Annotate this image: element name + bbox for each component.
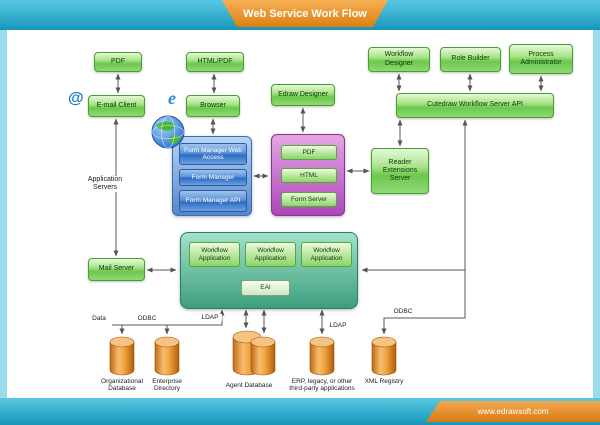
organizational-database-cylinder (109, 336, 135, 376)
form-output-group: PDF HTML Form Server (271, 134, 345, 216)
node-form-manager: Form Manager (179, 169, 247, 186)
organizational-database-label: Organizational Database (101, 378, 143, 393)
node-edraw-designer: Edraw Designer (271, 84, 335, 106)
page-title: Web Service Work Flow (222, 0, 388, 27)
xml-registry-cylinder (371, 336, 397, 376)
edge-label-odbc-right: ODBC (389, 308, 417, 316)
node-email-client: E-mail Client (88, 95, 145, 117)
edge-label-ldap-right: LDAP (326, 322, 350, 330)
node-browser: Browser (186, 95, 240, 117)
globe-icon (151, 115, 185, 149)
node-mail-server: Mail Server (88, 258, 145, 281)
workflow-application-group: Workflow Application Workflow Applicatio… (180, 232, 358, 309)
edge-label-odbc-left: ODBC (134, 315, 160, 323)
node-form-manager-api: Form Manager API (179, 190, 247, 212)
browser-e-icon: e (168, 88, 176, 108)
node-form-server: Form Server (281, 192, 337, 207)
agent-database-cylinder-front (250, 336, 276, 376)
node-cutedraw-api: Cutedraw Workflow Server API (396, 93, 554, 118)
node-workflow-designer: Workflow Designer (368, 47, 430, 72)
node-workflow-application-2: Workflow Application (245, 242, 296, 267)
node-process-administrator: Process Administrator (509, 44, 573, 74)
xml-registry-label: XML Registry (364, 378, 404, 385)
node-reader-extensions-server: Reader Extensions Server (371, 148, 429, 194)
node-workflow-application-1: Workflow Application (189, 242, 240, 267)
enterprise-directory-cylinder (154, 336, 180, 376)
node-html-pdf: HTML/PDF (186, 52, 244, 72)
form-manager-group: Form Manager Web Access Form Manager For… (172, 136, 252, 216)
erp-cylinder (309, 336, 335, 376)
enterprise-directory-label: Enterprise Directory (152, 378, 182, 393)
node-workflow-application-3: Workflow Application (301, 242, 352, 267)
agent-database-label: Agent Database (225, 382, 273, 389)
node-pdf-top: PDF (94, 52, 142, 72)
node-form-manager-web-access: Form Manager Web Access (179, 143, 247, 165)
node-pdf-mid: PDF (281, 145, 337, 160)
node-html-mid: HTML (281, 168, 337, 183)
email-at-icon: @ (68, 90, 84, 107)
node-eai: EAI (241, 280, 290, 296)
edge-label-data: Data (88, 315, 110, 323)
edge-label-ldap-left: LDAP (198, 314, 222, 322)
website-banner: www.edrawsoft.com (426, 401, 600, 422)
erp-label: ERP, legacy, or other third-party applic… (289, 378, 355, 393)
node-role-builder: Role Builder (440, 47, 501, 72)
application-servers-label: Application Servers (82, 176, 128, 193)
